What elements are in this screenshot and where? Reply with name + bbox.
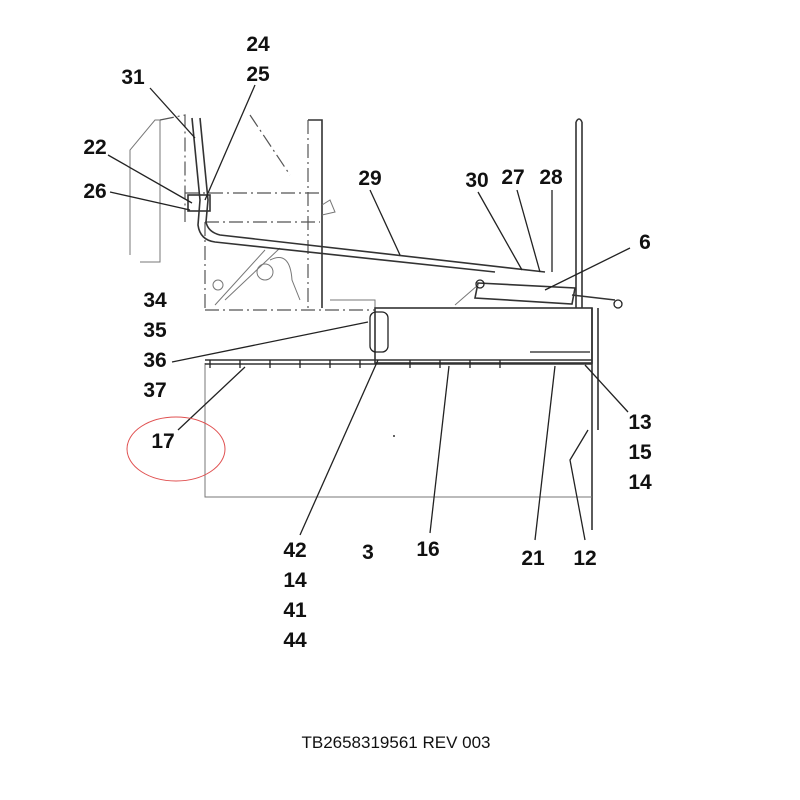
callout-44[interactable]: 44 (283, 629, 307, 652)
callout-15[interactable]: 15 (628, 441, 652, 464)
callout-36[interactable]: 36 (143, 349, 166, 372)
callout-16[interactable]: 16 (416, 538, 439, 561)
side-plate (591, 308, 599, 530)
callout-labels: 24 25 31 22 26 29 30 27 28 6 34 35 36 37… (83, 33, 652, 652)
callout-28[interactable]: 28 (539, 166, 563, 189)
callout-14-bottom[interactable]: 14 (283, 569, 307, 592)
rail (205, 359, 592, 365)
callout-25[interactable]: 25 (246, 63, 270, 86)
callout-31[interactable]: 31 (121, 66, 145, 89)
callout-13[interactable]: 13 (628, 411, 651, 434)
callout-24[interactable]: 24 (246, 33, 270, 56)
upper-box (374, 307, 593, 364)
callout-41[interactable]: 41 (283, 599, 307, 622)
callout-30[interactable]: 30 (465, 169, 488, 192)
hydraulic-cylinder (454, 279, 623, 309)
hydraulic-hoses (187, 117, 546, 273)
leader-lines (107, 84, 631, 541)
latch (369, 311, 389, 353)
callout-27[interactable]: 27 (501, 166, 524, 189)
callout-22[interactable]: 22 (83, 136, 106, 159)
drawing-reference-caption: TB2658319561 REV 003 (301, 733, 490, 752)
callout-12[interactable]: 12 (573, 547, 596, 570)
callout-14-right[interactable]: 14 (628, 471, 652, 494)
vertical-rod (575, 118, 583, 308)
callout-21[interactable]: 21 (521, 547, 545, 570)
lower-box (204, 363, 592, 498)
callout-37[interactable]: 37 (143, 379, 166, 402)
callout-29[interactable]: 29 (358, 167, 381, 190)
callout-17[interactable]: 17 (151, 430, 174, 453)
callout-26[interactable]: 26 (83, 180, 106, 203)
callout-42[interactable]: 42 (283, 539, 306, 562)
frame-structure (129, 114, 376, 311)
callout-34[interactable]: 34 (143, 289, 167, 312)
callout-3[interactable]: 3 (362, 541, 374, 564)
rail-bolts (209, 360, 501, 368)
callout-35[interactable]: 35 (143, 319, 167, 342)
callout-6[interactable]: 6 (639, 231, 651, 254)
highlight-circle (126, 416, 226, 482)
